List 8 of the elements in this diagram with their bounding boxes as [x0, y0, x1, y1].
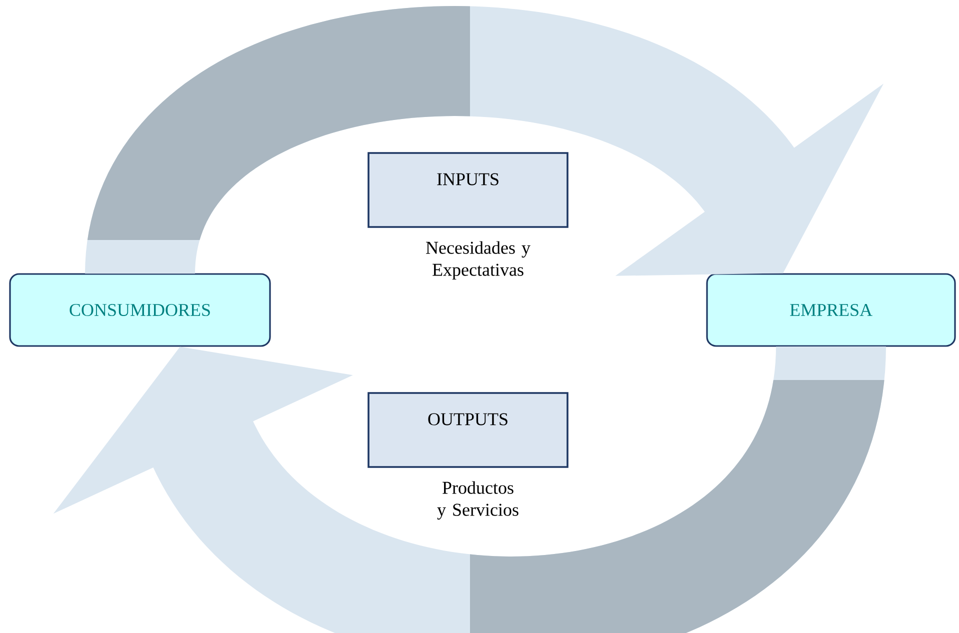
curved-arrow	[85, 6, 884, 276]
caption-text: Productos y Servicios	[437, 481, 518, 520]
label-box: INPUTS	[368, 152, 568, 228]
entity-box: CONSUMIDORES	[9, 273, 271, 347]
caption-text: Necesidades y Expectativas	[426, 241, 530, 280]
curved-arrow	[53, 346, 886, 633]
label-box: OUTPUTS	[368, 392, 568, 468]
entity-box: EMPRESA	[706, 273, 956, 347]
